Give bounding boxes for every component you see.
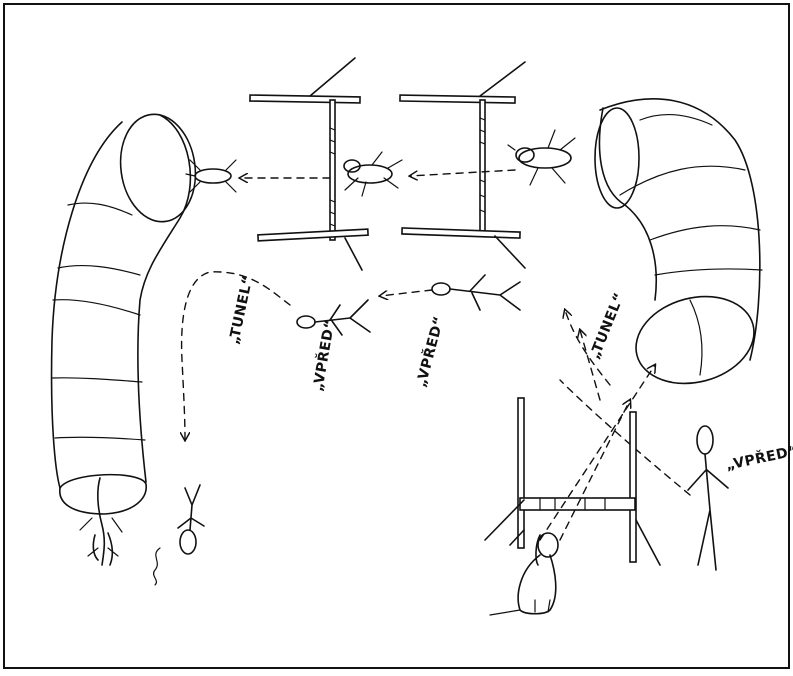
left-tunnel-opening [119,113,197,223]
handler-middle-icon [296,299,371,336]
right-tunnel [594,98,763,385]
left-tunnel-exit [59,473,147,515]
left-jump [249,57,369,271]
label-tunel-left: „TUNEL“ [226,274,256,346]
dog-jumping-right-jump-icon [507,129,576,186]
handler-route [182,271,691,496]
start-jump [484,397,661,566]
right-jump [399,61,526,269]
handler-bottom-left-icon [152,484,205,586]
label-vpred-handler: „VPŘED“ [724,442,793,474]
label-vpred-mid: „VPŘED“ [412,314,447,389]
dog-exiting-tunnel-icon [79,477,123,566]
handler-right-icon [431,274,521,311]
right-tunnel-opening [635,295,755,385]
path-arrows-top [240,169,516,178]
right-tunnel-back [594,107,640,209]
handler-standing-icon [687,425,729,571]
dog-jumping-left-jump-icon [343,151,403,197]
verbal-commands: „TUNEL“ „VPŘED“ „VPŘED“ „TUNEL“ „VPŘED“ [226,274,793,474]
left-tunnel [50,113,197,515]
dog-sitting-start-icon [489,532,559,616]
label-tunel-right: „TUNEL“ [587,290,628,361]
dog-entering-left-tunnel-icon [185,159,237,193]
label-vpred-left: „VPŘED“ [309,318,338,393]
picture-border [3,3,790,669]
dog-route-start [539,365,655,541]
